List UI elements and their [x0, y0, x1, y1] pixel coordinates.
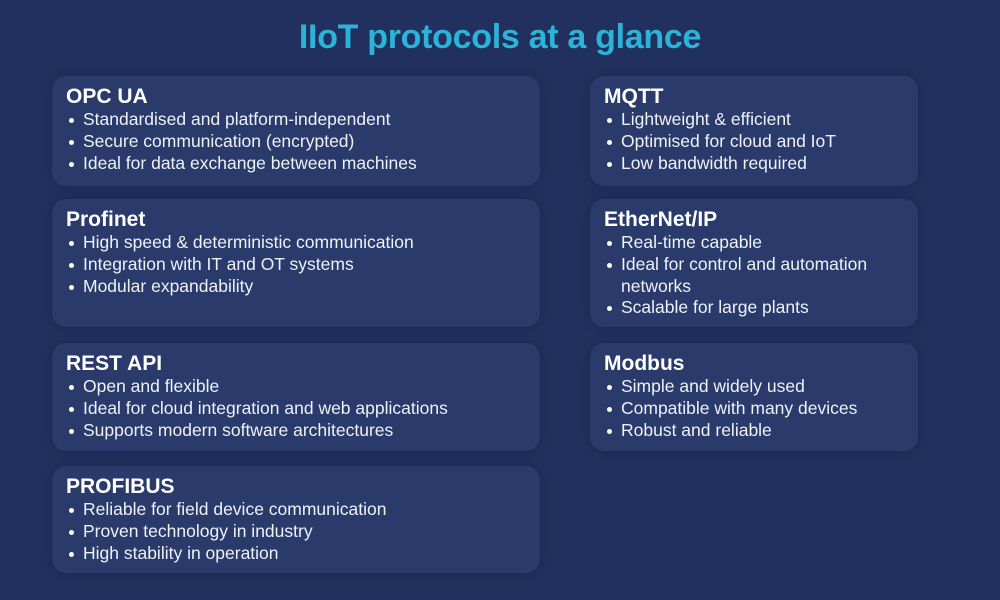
list-item: Standardised and platform-independent: [66, 109, 526, 131]
list-item: Scalable for large plants: [604, 297, 896, 319]
card-ethernet-ip: EtherNet/IP Real-time capable Ideal for …: [590, 199, 918, 327]
list-item: High stability in operation: [66, 543, 526, 565]
card-mqtt: MQTT Lightweight & efficient Optimised f…: [590, 76, 918, 186]
card-profibus: PROFIBUS Reliable for field device commu…: [52, 466, 540, 573]
feature-list: Real-time capable Ideal for control and …: [604, 232, 904, 319]
card-title: Profinet: [66, 208, 146, 231]
list-item: Real-time capable: [604, 232, 896, 254]
list-item: Ideal for cloud integration and web appl…: [66, 398, 526, 420]
list-item: Reliable for field device communication: [66, 499, 526, 521]
card-title: EtherNet/IP: [604, 208, 718, 231]
card-profinet: Profinet High speed & deterministic comm…: [52, 199, 540, 327]
list-item: Robust and reliable: [604, 420, 904, 442]
card-modbus: Modbus Simple and widely used Compatible…: [590, 343, 918, 451]
list-item: Supports modern software architectures: [66, 420, 526, 442]
card-rest-api: REST API Open and flexible Ideal for clo…: [52, 343, 540, 451]
card-title: Modbus: [604, 352, 685, 375]
list-item: Proven technology in industry: [66, 521, 526, 543]
feature-list: Lightweight & efficient Optimised for cl…: [604, 109, 904, 174]
list-item: Modular expandability: [66, 276, 526, 298]
list-item: Low bandwidth required: [604, 153, 904, 175]
list-item: Lightweight & efficient: [604, 109, 904, 131]
page-title: IIoT protocols at a glance: [298, 18, 702, 56]
list-item: Ideal for control and automation network…: [604, 254, 896, 298]
list-item: Simple and widely used: [604, 376, 904, 398]
card-title: REST API: [66, 352, 163, 375]
card-opc-ua: OPC UA Standardised and platform-indepen…: [52, 76, 540, 186]
feature-list: Simple and widely used Compatible with m…: [604, 376, 904, 441]
card-title: PROFIBUS: [66, 475, 175, 498]
list-item: Integration with IT and OT systems: [66, 254, 526, 276]
feature-list: Standardised and platform-independent Se…: [66, 109, 526, 174]
list-item: High speed & deterministic communication: [66, 232, 526, 254]
feature-list: Reliable for field device communication …: [66, 499, 526, 564]
list-item: Open and flexible: [66, 376, 526, 398]
list-item: Optimised for cloud and IoT: [604, 131, 904, 153]
card-title: MQTT: [604, 85, 664, 108]
list-item: Compatible with many devices: [604, 398, 904, 420]
list-item: Secure communication (encrypted): [66, 131, 526, 153]
list-item: Ideal for data exchange between machines: [66, 153, 526, 175]
card-title: OPC UA: [66, 85, 148, 108]
feature-list: Open and flexible Ideal for cloud integr…: [66, 376, 526, 441]
feature-list: High speed & deterministic communication…: [66, 232, 526, 297]
